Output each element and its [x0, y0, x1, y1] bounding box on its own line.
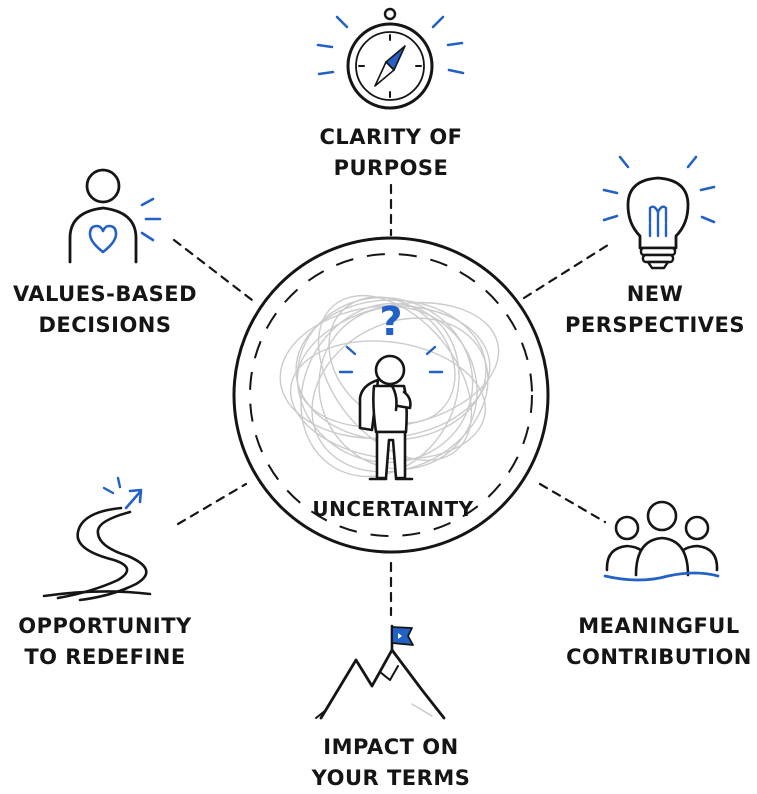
center-uncertainty-label: UNCERTAINTY — [312, 497, 474, 521]
impact-line-1: IMPACT ON — [323, 735, 459, 759]
values-line-1: VALUES-BASED — [12, 282, 198, 306]
opportunity-line-1: OPPORTUNITY — [18, 614, 192, 638]
new-perspectives-line-1: NEW — [626, 282, 684, 306]
compass-icon — [316, 7, 465, 110]
clarity-line-1: CLARITY OF — [319, 125, 463, 149]
opportunity-line-2: TO REDEFINE — [24, 645, 186, 669]
person-question-icon — [358, 354, 414, 481]
question-mark: ? — [379, 299, 402, 345]
impact-line-2: YOUR TERMS — [311, 766, 471, 790]
lightbulb-icon — [602, 155, 716, 270]
mountain-flag-icon — [315, 624, 446, 720]
node-opportunity-label: OPPORTUNITY TO REDEFINE — [5, 611, 205, 673]
people-group-icon — [603, 500, 720, 582]
scribble-cloud — [279, 294, 500, 478]
values-line-2: DECISIONS — [38, 313, 172, 337]
thinking-sparks — [338, 345, 444, 374]
meaningful-line-2: CONTRIBUTION — [566, 645, 752, 669]
person-heart-icon — [68, 168, 162, 264]
central-circle — [232, 236, 550, 554]
node-meaningful-label: MEANINGFUL CONTRIBUTION — [564, 611, 754, 673]
node-clarity-label: CLARITY OF PURPOSE — [291, 122, 491, 184]
new-perspectives-line-2: PERSPECTIVES — [564, 313, 746, 337]
winding-road-icon — [42, 476, 152, 602]
connector-new-perspectives — [522, 243, 610, 300]
connector-values — [172, 238, 254, 302]
meaningful-line-1: MEANINGFUL — [578, 614, 740, 638]
connectors — [172, 183, 610, 617]
node-values-label: VALUES-BASED DECISIONS — [5, 279, 205, 341]
node-new-perspectives-label: NEW PERSPECTIVES — [555, 279, 755, 341]
node-impact-label: IMPACT ON YOUR TERMS — [291, 732, 491, 794]
connector-opportunity — [176, 482, 248, 526]
connector-meaningful — [538, 482, 607, 524]
clarity-line-2: PURPOSE — [333, 156, 449, 180]
